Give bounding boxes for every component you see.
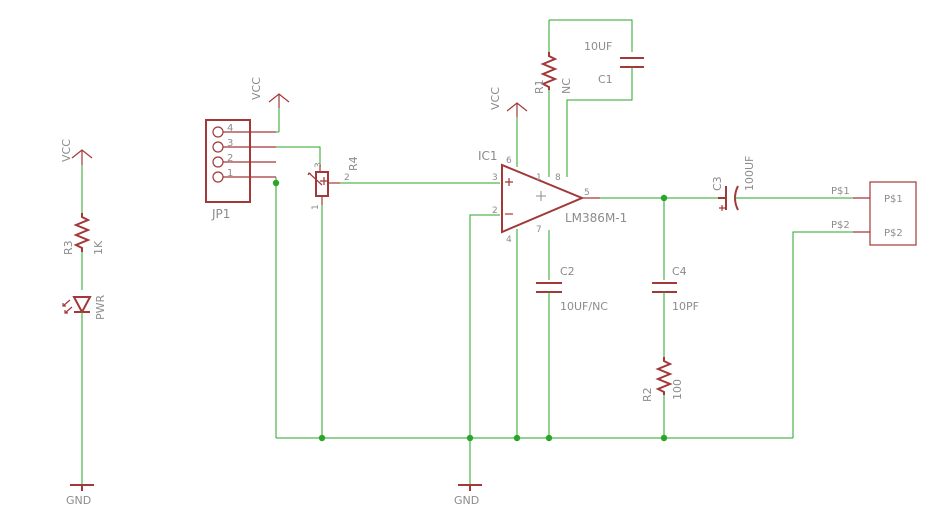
r3-value: 1K [92,240,105,255]
ic1-origin-cross [536,191,546,201]
ic1-pin-6: 6 [506,156,512,166]
speaker-pin-leads [853,197,870,233]
r4-pin-3: 3 [314,162,324,168]
junction-dot [466,434,474,442]
r2-name: R2 [641,387,654,402]
r4-pin-2: 2 [344,173,350,183]
ic1-amplifier: IC1 LM386M-1 6 3 2 4 1 8 7 5 [478,149,627,245]
r1-name: R1 [533,79,546,94]
r4-potentiometer: R4 3 2 1 [307,156,360,210]
speaker-body [869,181,917,246]
junction-dot [545,434,553,442]
jp1-pin-3-number: 3 [227,138,233,149]
gnd-label-main: GND [454,494,479,507]
c4-value: 10PF [672,300,699,313]
c3-plus-mark [719,205,725,211]
speaker-pin-2-net: P$2 [831,220,850,231]
jp1-pin-1-pad [212,171,224,183]
jp1-pin-2-number: 2 [227,153,233,164]
junction-dot [660,434,668,442]
ic1-pin-2: 2 [492,206,498,216]
c3-name: C3 [711,176,724,191]
speaker-pin-1-net: P$1 [831,186,850,197]
ic1-part: LM386M-1 [565,211,627,225]
wire [549,19,633,52]
wire [276,146,321,165]
jp1-pin-1-number: 1 [227,168,233,179]
r4-plus-mark [320,177,328,185]
r4-body [315,171,329,197]
c4-capacitor [652,282,677,293]
vcc-arrow-symbol [71,149,93,165]
c1-name: C1 [598,73,613,86]
r2-resistor [655,357,673,395]
ic1-name: IC1 [478,149,498,163]
r1-value: NC [560,78,573,94]
r3-name: R3 [62,240,75,255]
vcc-arrow-symbol [506,102,528,117]
pwr-led-name: PWR [94,294,107,320]
gnd-symbol-main [458,484,482,491]
r3-resistor [73,213,91,252]
led-light-arrows [62,299,73,314]
c1-value: 10UF [584,40,612,53]
vcc-label-jp1: VCC [250,77,263,100]
junction-dot [660,194,668,202]
c2-value: 10UF/NC [560,300,608,313]
gnd-label-led: GND [66,494,91,507]
jp1-pin-4-number: 4 [227,123,233,134]
jp1-header: 4 3 2 1 JP1 [205,119,276,221]
c2-name: C2 [560,265,575,278]
c1-capacitor [620,57,644,68]
wire [566,67,633,177]
ic1-noninv-plus [505,178,513,186]
speaker-connector: P$1 P$2 P$1 P$2 [831,181,917,246]
vcc-label-ic1: VCC [489,87,502,110]
ic1-pin-5: 5 [584,188,590,198]
ic1-pin-8: 8 [555,173,561,183]
ic1-pin-1: 1 [536,173,542,183]
led-branch: VCC R3 1K PWR GND [60,139,107,507]
vcc-label-led: VCC [60,139,73,162]
jp1-pin-3-pad [212,141,224,153]
pwr-led [72,296,92,315]
junction-dot [318,434,326,442]
wire [469,214,500,485]
r4-wiper-arrow [307,172,323,186]
gnd-symbol-led [70,484,94,491]
r4-name: R4 [347,156,360,171]
jp1-pin-2-pad [212,156,224,168]
junction-dot [513,434,521,442]
r1-resistor [540,52,558,90]
wire [792,231,853,438]
jp1-body [205,119,251,203]
r4-pin-1: 1 [311,204,321,210]
c2-capacitor [536,282,562,293]
junction-dot [272,179,280,187]
vcc-arrow-symbol [268,93,290,108]
jp1-name: JP1 [211,207,230,221]
ic1-pin-7: 7 [536,225,542,235]
ic1-pin-4: 4 [506,235,512,245]
r2-value: 100 [671,379,684,400]
c4-name: C4 [672,265,687,278]
ic1-triangle [501,163,585,234]
speaker-pin-1-inside: P$1 [884,194,903,205]
speaker-pin-2-inside: P$2 [884,228,903,239]
jp1-pin-4-pad [212,126,224,138]
c3-value: 100UF [743,156,756,191]
ic1-pin-3: 3 [492,173,498,183]
